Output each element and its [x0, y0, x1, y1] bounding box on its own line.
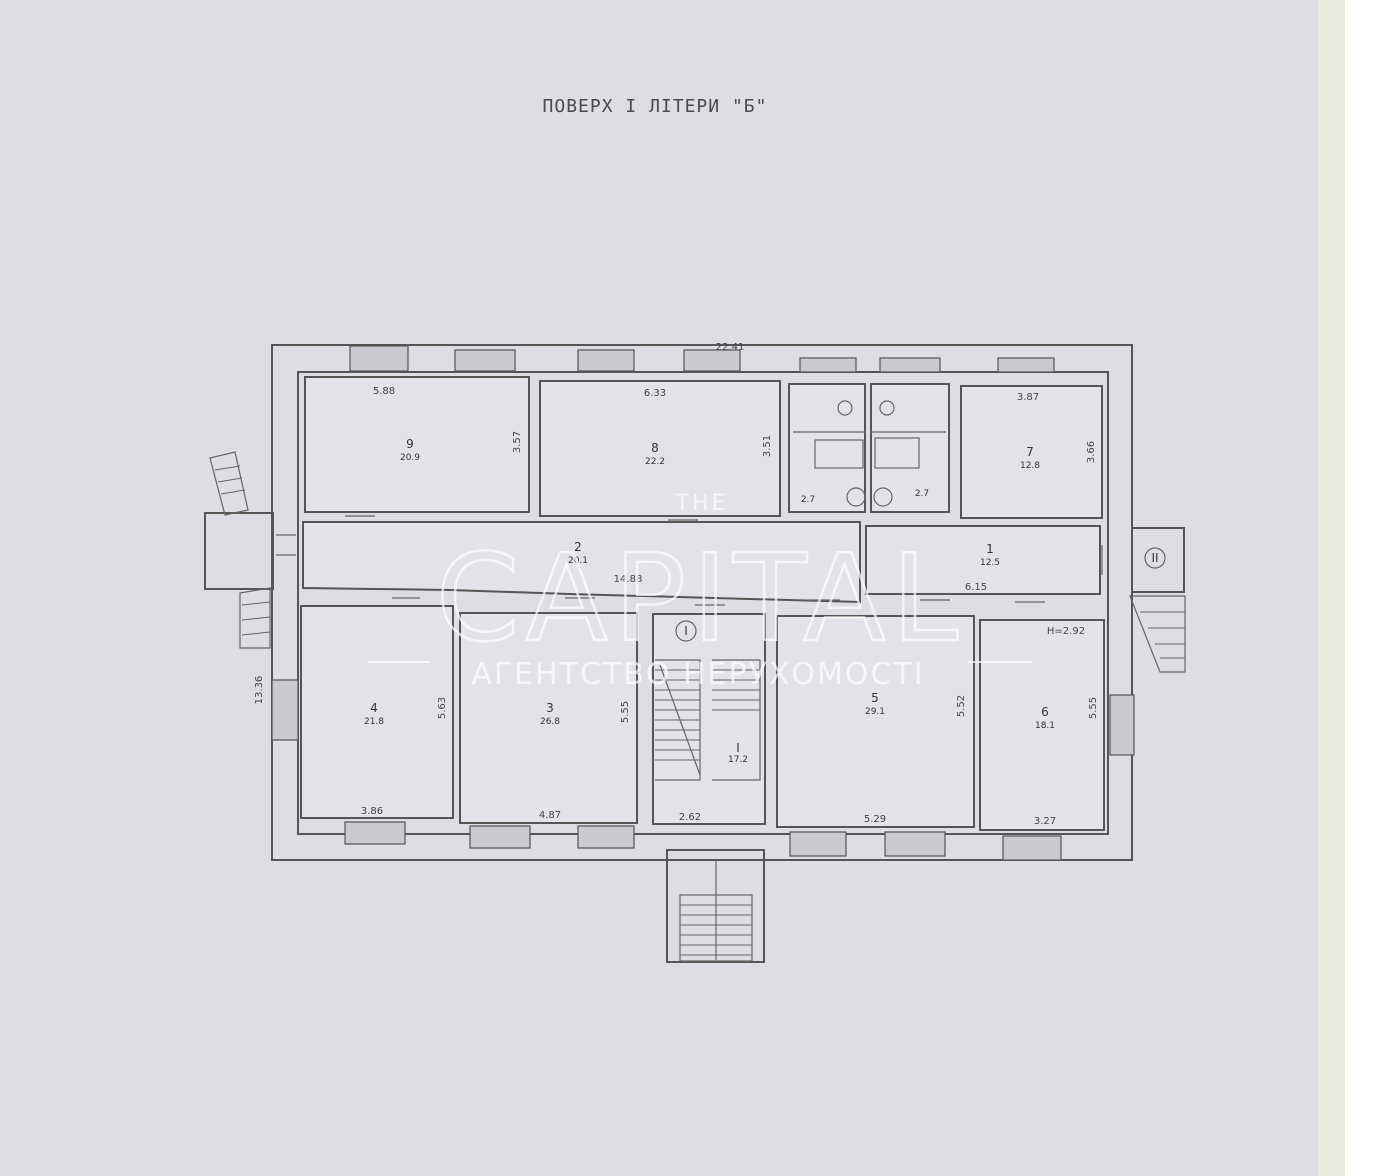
room-8-depth: 3.51: [762, 435, 773, 457]
room-8-number: 8: [651, 441, 659, 455]
room-2a-wc: [788, 383, 866, 513]
room-7-width: 3.87: [1017, 392, 1039, 403]
room-6-depth: 5.55: [1088, 697, 1099, 719]
stair-width: 2.62: [679, 812, 701, 823]
room-5-number: 5: [871, 691, 879, 705]
corridor-2: [302, 521, 861, 604]
circle-label-2: II: [1151, 551, 1158, 565]
room-4: [300, 605, 454, 819]
circle-markers: [675, 547, 1166, 642]
room-3-area: 26.8: [540, 717, 560, 727]
room-3: [459, 612, 638, 824]
windows-top: [349, 345, 1055, 373]
corridor-1: [865, 525, 1101, 595]
corridor-1-number: 1: [986, 542, 994, 556]
room-4-number: 4: [370, 701, 378, 715]
circle-marker-stair: [675, 620, 697, 642]
outer-wall-inner: [297, 371, 1109, 835]
room-5: [776, 615, 975, 828]
room-8-area: 22.2: [645, 457, 665, 467]
room-5-width: 5.29: [864, 814, 886, 825]
circle-label-1: I: [684, 624, 688, 638]
room-5-depth: 5.52: [956, 695, 967, 717]
room-3-depth: 5.55: [620, 701, 631, 723]
side-dimension: 13.36: [254, 676, 265, 705]
room-7-area: 12.8: [1020, 461, 1040, 471]
corridor-2-number: 2: [574, 540, 582, 554]
entrance-stair-bottom: [666, 849, 765, 963]
room-6-number: 6: [1041, 705, 1049, 719]
room-4-width: 3.86: [361, 806, 383, 817]
watermark-brand: CAPITAL: [436, 530, 965, 669]
room-9-number: 9: [406, 437, 414, 451]
wc-fixtures: [793, 400, 946, 507]
internal-stair: [655, 659, 761, 781]
corridor-1-area: 12.5: [980, 558, 1000, 568]
room-3-number: 3: [546, 701, 554, 715]
windows-bottom: [344, 821, 1062, 861]
window-right: [1109, 694, 1135, 756]
wc-2b-area: 2.7: [915, 489, 929, 499]
room-9-width: 5.88: [373, 386, 395, 397]
room-2b-wc: [870, 383, 950, 513]
room-8: [539, 380, 781, 517]
room-5-area: 29.1: [865, 707, 885, 717]
wc-2a-area: 2.7: [801, 495, 815, 505]
height-label: Н=2.92: [1047, 626, 1085, 637]
room-3-width: 4.87: [539, 810, 561, 821]
room-9: [304, 376, 530, 513]
room-4-depth: 5.63: [437, 697, 448, 719]
room-7: [960, 385, 1103, 519]
stair-I: [652, 613, 766, 825]
corridor-1-length: 6.15: [965, 582, 987, 593]
room-8-width: 6.33: [644, 388, 666, 399]
watermark-subtitle: АГЕНТСТВО НЕРУХОМОСТІ: [471, 657, 924, 692]
room-7-depth: 3.66: [1086, 441, 1097, 463]
overall-length: 22.41: [716, 342, 745, 353]
corridor-2-length: 14.88: [614, 574, 643, 585]
corridor-2-area: 20.1: [568, 556, 588, 566]
stair-number: I: [736, 741, 740, 755]
watermark-the: THE: [675, 491, 729, 516]
room-6-width: 3.27: [1034, 816, 1056, 827]
entrance-right: [1129, 527, 1186, 673]
plan-title: ПОВЕРХ І ЛІТЕРИ "Б": [542, 96, 768, 117]
room-6: [979, 619, 1105, 831]
room-7-number: 7: [1026, 445, 1034, 459]
room-6-area: 18.1: [1035, 721, 1055, 731]
watermark: THE CAPITAL АГЕНТСТВО НЕРУХОМОСТІ: [368, 491, 1032, 692]
entrance-left: [204, 451, 274, 649]
stair-area: 17.2: [728, 755, 748, 765]
circle-marker-right-entrance: [1144, 547, 1166, 569]
room-9-area: 20.9: [400, 453, 420, 463]
room-4-area: 21.8: [364, 717, 384, 727]
window-left: [271, 679, 299, 741]
room-9-depth: 3.57: [512, 431, 523, 453]
door-marks: [276, 515, 1103, 606]
paper-edge: [1318, 0, 1345, 1176]
